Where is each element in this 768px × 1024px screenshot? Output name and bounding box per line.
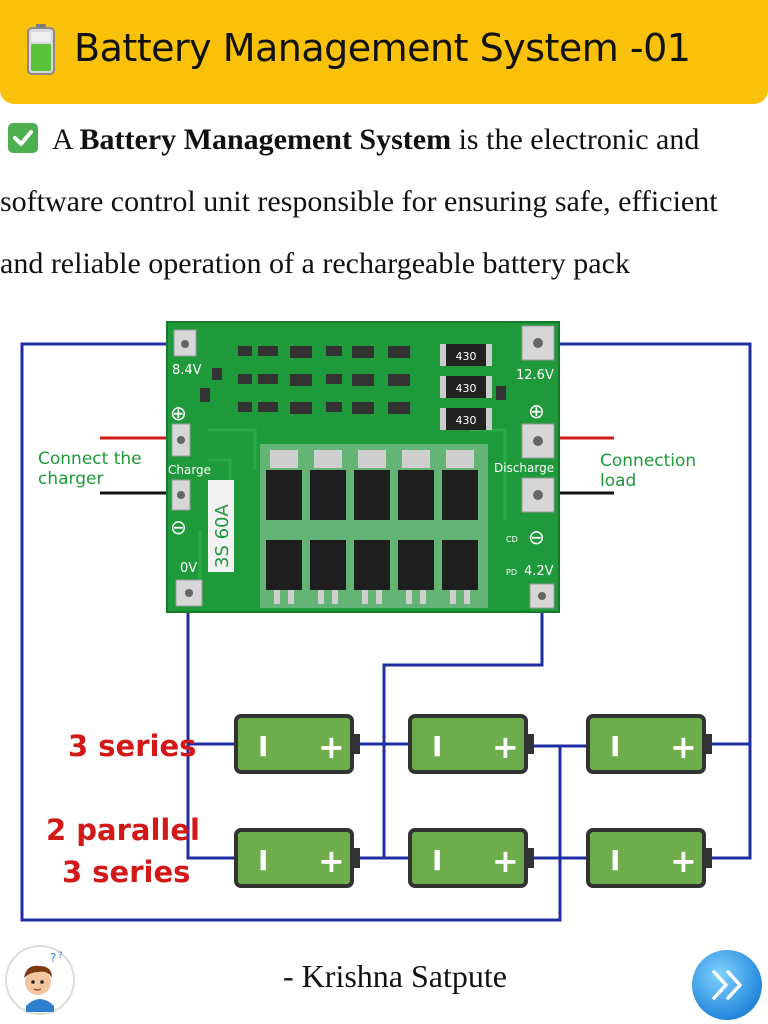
shunt-resistors: 430 430 430 xyxy=(440,344,492,430)
model-label: 3S 60A xyxy=(212,503,233,568)
parallel-label-line-1: 2 parallel xyxy=(46,813,200,847)
intro-suffix: is the electronic and xyxy=(451,123,700,156)
plus-right-symbol: ⊕ xyxy=(528,399,545,423)
bms-circuit-board: 430 430 430 xyxy=(166,321,560,613)
thinking-boy-avatar: ? ? xyxy=(5,945,75,1015)
battery-cell: I+ xyxy=(586,828,712,888)
cell-negative-mark: I xyxy=(258,730,268,763)
label-12v6: 12.6V xyxy=(516,368,554,383)
wire-0v xyxy=(186,598,236,860)
intro-line-1: A Battery Management System is the elect… xyxy=(0,118,768,180)
battery-cells: I+I+I+I+I+I+ xyxy=(234,714,712,888)
cell-negative-mark: I xyxy=(432,844,442,877)
cell-negative-mark: I xyxy=(610,844,620,877)
intro-paragraph: A Battery Management System is the elect… xyxy=(0,118,768,304)
connect-charger-line-1: Connect the xyxy=(38,449,142,469)
cell-positive-mark: + xyxy=(492,842,519,880)
resistor-label-3: 430 xyxy=(456,414,477,427)
resistor-label-2: 430 xyxy=(456,382,477,395)
resistor-label-1: 430 xyxy=(456,350,477,363)
model-label-box: 3S 60A xyxy=(208,480,234,572)
plus-left-symbol: ⊕ xyxy=(170,401,187,425)
svg-text:?: ? xyxy=(58,951,63,961)
cell-negative-mark: I xyxy=(610,730,620,763)
connection-load-line-2: load xyxy=(600,471,636,491)
label-discharge: Discharge xyxy=(494,461,554,475)
connection-load-line-1: Connection xyxy=(600,451,696,471)
cell-positive-mark: + xyxy=(492,728,519,766)
cell-positive-mark: + xyxy=(318,842,345,880)
connection-load-label: Connection load xyxy=(600,451,696,491)
label-pd: PD xyxy=(506,568,517,577)
cell-positive-mark: + xyxy=(670,728,697,766)
parallel-label-line-2: 3 series xyxy=(62,855,190,889)
battery-cell: I+ xyxy=(234,714,360,774)
intro-prefix: A xyxy=(52,123,80,156)
connect-charger-line-2: charger xyxy=(38,469,103,489)
page-title: Battery Management System -01 xyxy=(74,26,691,70)
intro-line-3: and reliable operation of a rechargeable… xyxy=(0,247,630,280)
label-0v: 0V xyxy=(180,561,197,576)
mosfet-array xyxy=(260,444,488,608)
label-cd: CD xyxy=(506,535,518,544)
battery-cell: I+ xyxy=(408,714,534,774)
intro-bold-term: Battery Management System xyxy=(79,123,452,156)
cell-positive-mark: + xyxy=(670,842,697,880)
svg-text:?: ? xyxy=(50,951,56,965)
wire-8v4-loop xyxy=(20,342,562,922)
wire-12v6 xyxy=(540,342,752,860)
battery-icon xyxy=(27,24,55,75)
battery-cell: I+ xyxy=(408,828,534,888)
wire-network xyxy=(20,342,752,922)
double-chevron-right-icon[interactable] xyxy=(690,948,764,1022)
check-mark-icon xyxy=(8,123,38,153)
cell-positive-mark: + xyxy=(318,728,345,766)
battery-cell: I+ xyxy=(234,828,360,888)
battery-cell: I+ xyxy=(586,714,712,774)
connect-charger-label: Connect the charger xyxy=(38,449,142,489)
cell-negative-mark: I xyxy=(432,730,442,763)
label-4v2: 4.2V xyxy=(524,564,554,579)
intro-line-2: software control unit responsible for en… xyxy=(0,185,718,218)
series-label: 3 series xyxy=(68,729,196,763)
cell-negative-mark: I xyxy=(258,844,268,877)
author-credit: - Krishna Satpute xyxy=(283,958,507,994)
header-bar: Battery Management System -01 xyxy=(0,0,768,104)
minus-left-symbol: ⊖ xyxy=(170,515,187,539)
label-8v4: 8.4V xyxy=(172,363,202,378)
wire-4v2 xyxy=(382,598,544,858)
label-charge: Charge xyxy=(168,463,211,477)
minus-right-symbol: ⊖ xyxy=(528,525,545,549)
